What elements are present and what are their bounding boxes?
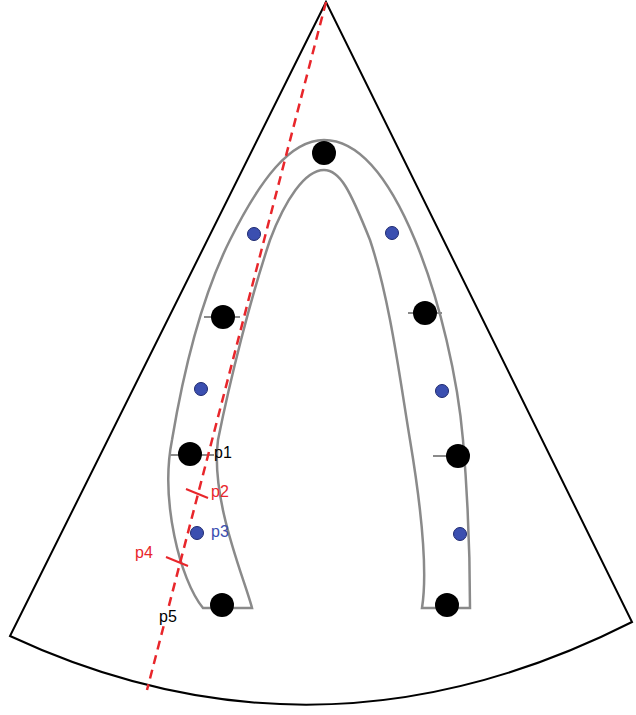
tick-mark <box>186 489 208 498</box>
scan-line <box>147 2 326 690</box>
midpoint-dot <box>454 528 467 541</box>
boundary-ticks <box>166 489 208 566</box>
landmark-dot <box>210 593 234 617</box>
point-label: p1 <box>213 444 233 462</box>
tick-mark <box>166 557 188 566</box>
imaging-sector <box>10 2 632 705</box>
landmark-dot <box>178 442 202 466</box>
myocardium-outline <box>168 140 470 608</box>
midpoint-dot <box>191 527 204 540</box>
point-label: p4 <box>134 544 154 562</box>
landmark-dot <box>446 444 470 468</box>
point-label: p3 <box>210 523 230 541</box>
black-points <box>178 141 470 617</box>
point-label: p2 <box>210 483 230 501</box>
landmark-dot <box>435 593 459 617</box>
blue-points <box>191 227 467 541</box>
midpoint-dot <box>248 228 261 241</box>
landmark-dot <box>211 305 235 329</box>
midpoint-dot <box>195 383 208 396</box>
midpoint-dot <box>386 227 399 240</box>
point-label: p5 <box>158 608 178 626</box>
wall-thickness-lines <box>170 313 466 456</box>
landmark-dot <box>413 301 437 325</box>
landmark-dot <box>312 141 336 165</box>
midpoint-dot <box>436 385 449 398</box>
